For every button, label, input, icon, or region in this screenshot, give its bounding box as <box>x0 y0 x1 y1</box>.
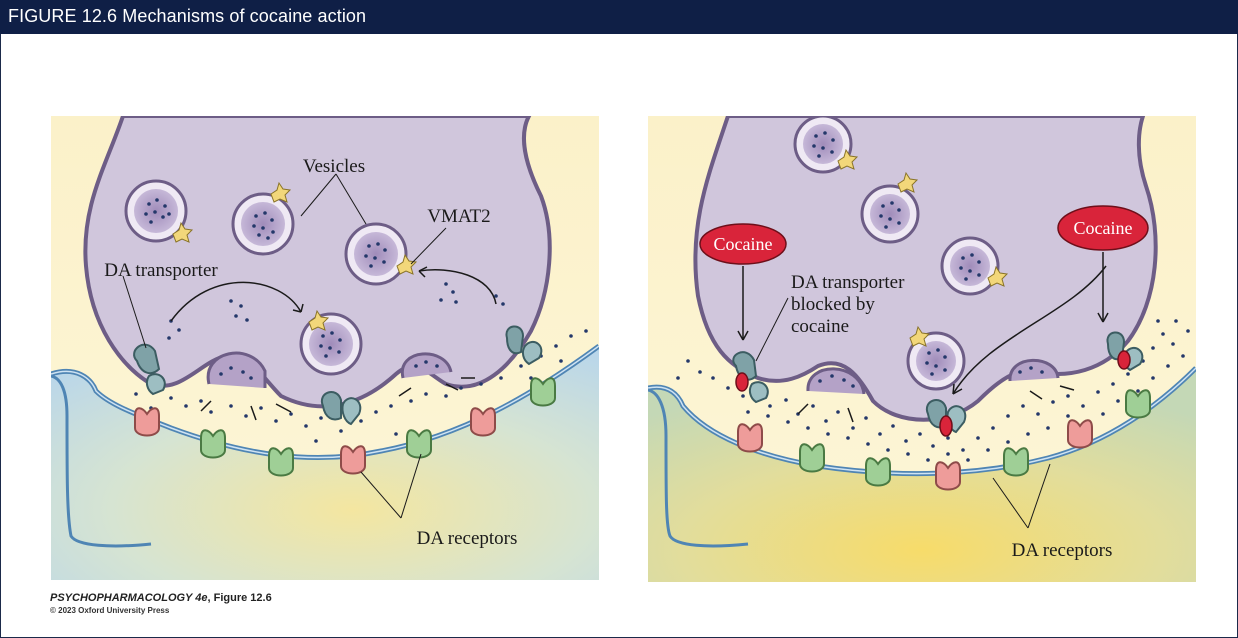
copyright-notice: © 2023 Oxford University Press <box>50 606 170 615</box>
vesicle <box>299 312 363 376</box>
vmat2-protein <box>897 171 919 193</box>
leader-lines <box>755 297 1051 529</box>
figure-title: FIGURE 12.6 Mechanisms of cocaine action <box>8 6 367 26</box>
da-receptor <box>1003 447 1029 477</box>
blocked-transporter-label-line3: cocaine <box>791 316 849 337</box>
cocaine-synapse-panel: Cocaine Cocaine DA transporter blocked b… <box>648 116 1196 582</box>
book-title: PSYCHOPHARMACOLOGY 4e <box>50 592 208 604</box>
cocaine-molecule-right: Cocaine <box>1057 205 1149 251</box>
da-transporter <box>505 325 543 366</box>
da-receptor <box>1067 419 1093 449</box>
blocked-transporter-label-line1: DA transporter <box>791 272 905 293</box>
leader-lines <box>122 173 447 519</box>
vmat2-protein <box>172 221 194 243</box>
da-transporter-label: DA transporter <box>104 260 218 281</box>
vmat2-protein <box>308 309 330 331</box>
da-transporter <box>133 343 166 396</box>
blocked-da-transporter <box>1106 331 1144 372</box>
dopamine-molecules <box>676 131 1190 462</box>
vmat2-label: VMAT2 <box>427 206 490 227</box>
da-transporter <box>320 391 362 426</box>
cocaine-arrows <box>737 252 1109 423</box>
da-receptor <box>1125 389 1151 419</box>
book-credit: PSYCHOPHARMACOLOGY 4e, Figure 12.6 <box>50 592 272 604</box>
transport-arrows <box>170 266 497 421</box>
blocked-transporter-label-line2: blocked by <box>791 294 875 315</box>
da-receptor <box>406 429 432 459</box>
cocaine-label: Cocaine <box>714 234 773 254</box>
normal-synapse-panel: Vesicles VMAT2 DA transporter DA recepto… <box>51 116 599 580</box>
da-receptor <box>799 443 825 473</box>
fusing-vesicle <box>806 367 866 395</box>
vmat2-protein <box>987 265 1009 287</box>
blocked-da-transporter <box>732 351 769 404</box>
da-receptor <box>268 447 294 477</box>
vesicles-label: Vesicles <box>303 156 365 177</box>
figure-number: , Figure 12.6 <box>207 592 272 604</box>
vesicle <box>344 222 408 286</box>
da-receptor <box>737 423 763 453</box>
vesicle <box>940 236 1000 296</box>
title-bar: FIGURE 12.6 Mechanisms of cocaine action <box>0 0 1238 34</box>
cocaine-label: Cocaine <box>1074 218 1133 238</box>
vmat2-protein <box>396 253 418 275</box>
da-receptor <box>134 407 160 437</box>
da-receptor <box>470 407 496 437</box>
da-receptor <box>530 377 556 407</box>
fusing-vesicle <box>400 352 453 379</box>
da-receptors-label: DA receptors <box>417 528 518 549</box>
da-receptors-label: DA receptors <box>1012 540 1113 561</box>
vesicle <box>793 116 853 174</box>
vmat2-protein <box>909 325 931 347</box>
fusing-vesicle <box>1008 358 1060 382</box>
vesicle <box>231 192 295 256</box>
presynaptic-terminal <box>693 116 1158 422</box>
dopamine-molecules <box>134 198 588 443</box>
da-receptor <box>865 457 891 487</box>
blocked-da-transporter <box>925 399 967 437</box>
vmat2-protein <box>837 148 859 170</box>
fusing-vesicle <box>206 351 267 388</box>
da-receptor <box>200 429 226 459</box>
cocaine-molecule-left: Cocaine <box>699 223 787 265</box>
vmat2-protein <box>270 181 292 203</box>
da-receptor <box>935 461 961 491</box>
vesicle <box>860 184 920 244</box>
da-receptor <box>340 445 366 475</box>
postsynaptic-neuron <box>51 346 599 580</box>
